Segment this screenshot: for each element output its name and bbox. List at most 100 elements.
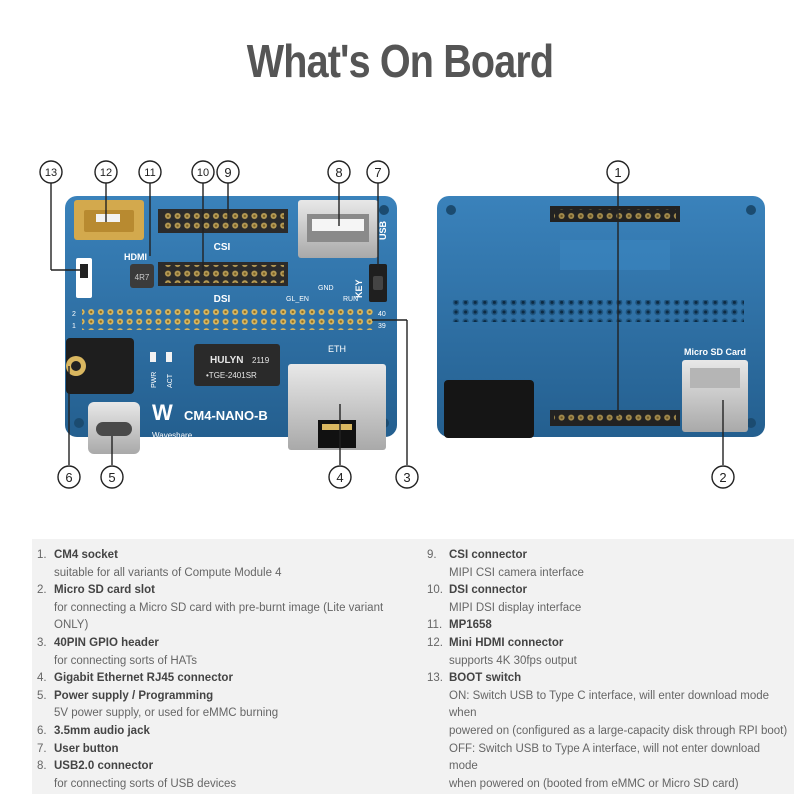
legend-item-number: 2. <box>37 584 47 597</box>
callout-6: 6 <box>57 465 81 489</box>
legend-item: 11.MP1658 <box>427 617 792 635</box>
legend-item-name: Micro SD card slot <box>54 584 155 597</box>
legend-left-column: 1. CM4 socket suitable for all variants of… <box>37 547 417 793</box>
inductor-label: 4R7 <box>135 273 150 282</box>
hdmi-silk: HDMI <box>124 252 147 262</box>
svg-text:7: 7 <box>374 165 381 180</box>
svg-text:11: 11 <box>144 167 155 179</box>
rj45-connector <box>288 364 386 450</box>
svg-text:1: 1 <box>614 165 621 180</box>
ethernet-transformer <box>194 344 280 386</box>
legend-item-description: for connecting a Micro SD card with pre-… <box>54 601 384 632</box>
glen-silk: GL_EN <box>286 296 309 303</box>
legend-item-name: CSI connector <box>449 549 527 561</box>
legend-item: 3. 40PIN GPIO header <box>37 635 417 653</box>
audio-jack <box>66 338 134 394</box>
legend-item-name: CM4 socket <box>54 549 118 561</box>
legend-item-description: suitable for all variants of Compute Mod… <box>54 566 282 579</box>
legend-item-number: 5. <box>37 689 47 702</box>
legend-item: 6. 3.5mm audio jack <box>37 723 417 741</box>
pin40-silk: 40 <box>378 311 386 318</box>
pin39-silk: 39 <box>378 323 386 330</box>
svg-text:3: 3 <box>403 470 410 485</box>
legend-item-description: OFF: Switch USB to Type A interface, wil… <box>449 742 761 773</box>
mp1658-inductor <box>130 264 154 288</box>
pin2-silk: 2 <box>72 311 76 318</box>
callout-4: 4 <box>328 465 352 489</box>
legend-item-name: 3.5mm audio jack <box>54 724 150 737</box>
component-legend: 1. CM4 socket suitable for all variants of… <box>32 539 794 794</box>
svg-text:6: 6 <box>65 470 72 485</box>
callout-9: 9 <box>216 160 240 184</box>
callout-11: 11 <box>138 160 162 184</box>
legend-item-name: DSI connector <box>449 584 527 597</box>
pin1-silk: 1 <box>72 323 76 330</box>
svg-text:10: 10 <box>197 167 209 179</box>
svg-text:12: 12 <box>100 167 112 179</box>
legend-item-name: Gigabit Ethernet RJ45 connector <box>54 672 233 685</box>
legend-item-number: 11. <box>427 619 443 632</box>
run-silk: RUN <box>343 296 358 303</box>
callout-badges: 1 2 3 4 5 6 7 8 9 10 11 12 13 <box>39 160 735 489</box>
legend-item-number: 4. <box>37 672 47 685</box>
usb-silk: USB <box>378 220 388 240</box>
legend-item-description: ON: Switch USB to Type C interface, will… <box>449 689 770 720</box>
legend-item: 5. Power supply / Programming <box>37 688 417 706</box>
front-board: HDMI CSI DSI 4R7 USB KEY GL_EN GND RUN 2… <box>65 196 397 454</box>
callout-13: 13 <box>39 160 63 184</box>
magjack-brand: HULYN <box>210 355 244 366</box>
key-silk: KEY <box>354 279 364 298</box>
callout-3: 3 <box>395 465 419 489</box>
act-silk: ACT <box>167 373 174 388</box>
usb-back-connector <box>444 380 534 438</box>
legend-item-description: for connecting sorts of USB devices <box>54 777 237 790</box>
svg-text:9: 9 <box>224 165 231 180</box>
legend-item-number: 13. <box>427 672 443 685</box>
svg-text:5: 5 <box>108 470 115 485</box>
page-title: What's On Board <box>246 35 554 87</box>
callout-12: 12 <box>94 160 118 184</box>
legend-item-number: 10. <box>427 584 443 597</box>
legend-item-name: 40PIN GPIO header <box>54 636 159 649</box>
svg-text:8: 8 <box>335 165 342 180</box>
callout-5: 5 <box>100 465 124 489</box>
legend-item: 9.CSI connector <box>427 547 792 565</box>
legend-item-number: 3. <box>37 636 47 649</box>
legend-item: 13.BOOT switch <box>427 670 792 688</box>
svg-text:4: 4 <box>336 470 343 485</box>
callout-1: 1 <box>606 160 630 184</box>
legend-item-number: 6. <box>37 724 47 737</box>
legend-item-name: Power supply / Programming <box>54 689 214 702</box>
legend-item-description: supports 4K 30fps output <box>449 654 577 667</box>
callout-10: 10 <box>191 160 215 184</box>
legend-item: 12. Mini HDMI connector <box>427 635 792 653</box>
legend-item-number: 1. <box>37 549 47 561</box>
callout-7: 7 <box>366 160 390 184</box>
legend-item-description: MIPI DSI display interface <box>449 601 582 614</box>
eth-silk: ETH <box>328 344 346 354</box>
callout-lines <box>50 183 724 465</box>
magjack-part: •TGE-2401SR <box>206 371 257 380</box>
legend-item-name: User button <box>54 742 119 755</box>
legend-item: 4. Gigabit Ethernet RJ45 connector <box>37 670 417 688</box>
brand-silk: Waveshare <box>152 431 193 440</box>
svg-text:2: 2 <box>719 470 726 485</box>
legend-item-description: for connecting sorts of HATs <box>54 654 197 667</box>
waveshare-logo: W <box>152 400 173 425</box>
legend-item: 10. DSI connector <box>427 582 792 600</box>
magjack-code: 2119 <box>252 356 270 365</box>
legend-item-number: 12. <box>427 636 443 649</box>
legend-item: 2. Micro SD card slot <box>37 582 417 600</box>
legend-item-number: 7. <box>37 742 47 755</box>
sd-silk: Micro SD Card <box>684 347 746 357</box>
legend-item-name: Mini HDMI connector <box>449 636 564 649</box>
legend-item-name: USB2.0 connector <box>54 760 154 773</box>
callout-2: 2 <box>711 465 735 489</box>
pwr-silk: PWR <box>151 372 158 388</box>
callout-8: 8 <box>327 160 351 184</box>
legend-item-number: 8. <box>37 760 47 773</box>
dsi-silk: DSI <box>214 294 231 305</box>
back-board: Micro SD Card <box>437 196 765 438</box>
